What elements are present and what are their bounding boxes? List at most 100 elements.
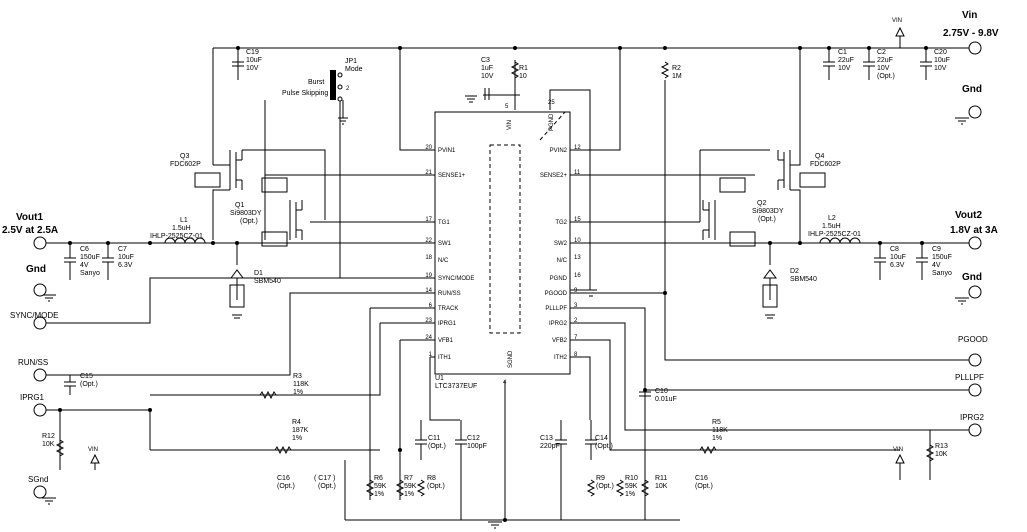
vin-label-right: VIN — [893, 447, 903, 453]
ic-pin-number: 2 — [574, 318, 578, 324]
label-c6-1: 150uF — [80, 254, 100, 261]
ic-pin-name: SW1 — [438, 241, 452, 247]
label-c15-1: (Opt.) — [80, 381, 98, 388]
label-iprg1: IPRG1 — [20, 393, 45, 402]
vin-label-top: VIN — [892, 18, 902, 24]
label-c2-2: 10V — [877, 65, 890, 72]
label-r10-0: R10 — [625, 475, 638, 482]
ic-pin-number: 24 — [425, 335, 432, 341]
ic-pin-name: TRACK — [438, 306, 458, 312]
mosfet-symbols — [194, 150, 826, 247]
label-r12-1: 10K — [42, 441, 55, 448]
ic-pin-name: TG1 — [438, 220, 450, 226]
res-r12-symbol — [55, 439, 65, 457]
label-c19-1: 10uF — [246, 57, 262, 64]
label-gnd-left: Gnd — [26, 264, 46, 275]
label-r1-0: R1 — [519, 65, 528, 72]
ic-pin-name: ITH2 — [554, 355, 568, 361]
label-c6-0: C6 — [80, 246, 89, 253]
ic-pin-name: VFB1 — [438, 338, 454, 344]
ic-pin-name: PLLLPF — [545, 306, 567, 312]
cap-c9-symbol — [916, 243, 928, 280]
terminal-plllpf — [968, 383, 982, 397]
port-labels: Vin 2.75V - 9.8V Gnd Vout1 2.5V at 2.5A … — [2, 10, 999, 484]
label-r12-0: R12 — [42, 433, 55, 440]
resistor-symbols — [55, 61, 935, 497]
label-r7-2: 1% — [404, 491, 414, 498]
label-gnd-right: Gnd — [962, 272, 982, 283]
ic-pin-number: 7 — [574, 335, 578, 341]
label-c8-2: 6.3V — [890, 262, 905, 269]
ic-pin-number: 9 — [574, 288, 578, 294]
ic-pin-number: 18 — [425, 255, 432, 261]
label-r13-1: 10K — [935, 451, 948, 458]
ground-icon — [955, 297, 969, 305]
cap-c15-symbol — [64, 375, 76, 395]
label-c2-1: 22uF — [877, 57, 893, 64]
res-r4-symbol — [274, 445, 292, 455]
ic-pin-number: 16 — [574, 273, 581, 279]
ic-pin-name: PGND — [550, 276, 568, 282]
ic-pin-name: IPRG1 — [438, 321, 457, 327]
res-r9-symbol — [586, 479, 596, 497]
terminal-sgnd — [33, 485, 47, 499]
ic-pin-name: SENSE2+ — [540, 173, 568, 179]
label-run-ss: RUN/SS — [18, 358, 48, 367]
res-r3-symbol — [259, 390, 277, 400]
terminal-iprg1 — [33, 403, 47, 417]
res-r2-symbol — [660, 61, 670, 79]
label-r4-2: 1% — [292, 435, 302, 442]
terminal-run-ss — [33, 368, 47, 382]
diode-d1-symbol — [229, 269, 245, 308]
label-vin-range: 2.75V - 9.8V — [943, 28, 999, 39]
label-c12-0: C12 — [467, 435, 480, 442]
vin-label-left: VIN — [88, 447, 98, 453]
ic-pin-name: SYNC/MODE — [438, 276, 474, 282]
label-c9-0: C9 — [932, 246, 941, 253]
cap-c6-symbol — [64, 243, 76, 280]
label-c10-0: C10 — [655, 388, 668, 395]
ic-pin-number: 3 — [574, 303, 578, 309]
label-c13-1: 220pF — [540, 443, 560, 450]
cap-c13-symbol — [555, 420, 567, 520]
wiring — [40, 47, 975, 521]
jumper-jp1[interactable]: JP1 Mode Burst Pulse Skipping 2 — [282, 58, 363, 102]
terminal-vout1 — [33, 236, 47, 250]
label-l1-0: L1 — [180, 217, 188, 224]
ic-pin-number: 17 — [425, 217, 432, 223]
label-c8-0: C8 — [890, 246, 899, 253]
capacitor-symbols — [64, 48, 932, 520]
label-r4-1: 187K — [292, 427, 309, 434]
ic-pin-number: 1 — [429, 352, 433, 358]
label-c13-0: C13 — [540, 435, 553, 442]
cap-c19-symbol — [232, 61, 244, 80]
cap-c11-symbol — [415, 420, 427, 460]
label-d1-0: D1 — [254, 270, 263, 277]
label-c1-1: 22uF — [838, 57, 854, 64]
vin-arrow-symbols: VIN VIN VIN — [88, 18, 905, 480]
label-l2-2: IHLP-2525CZ-01 — [808, 231, 861, 238]
cap-c20-symbol — [920, 48, 932, 80]
terminal-iprg2 — [968, 423, 982, 437]
label-vout2: Vout2 — [955, 210, 982, 221]
ground-icon — [465, 95, 477, 103]
label-c11-0: C11 — [428, 435, 440, 442]
ground-icon — [42, 497, 56, 505]
res-r10-symbol — [615, 479, 625, 497]
label-c6-2: 4V — [80, 262, 89, 269]
label-c3-0: C3 — [481, 57, 490, 64]
junction-dots — [58, 46, 928, 522]
jumper-jp1-pulse: Pulse Skipping — [282, 90, 328, 97]
ic-pgnd-pin-label: PGND — [549, 113, 555, 131]
label-l2-1: 1.5uH — [822, 223, 841, 230]
label-vin: Vin — [962, 10, 977, 21]
ic-sgnd-pin-num: 4 — [503, 380, 507, 386]
port-terminals[interactable] — [33, 41, 982, 499]
label-q1-0: Q1 — [235, 202, 244, 209]
inductor-l1-symbol — [164, 237, 206, 244]
res-r8-symbol — [416, 479, 426, 497]
ground-icon — [585, 289, 597, 297]
ic-vin-pin-label: VIN — [507, 120, 513, 130]
ic-pgnd-pin-num: 25 — [548, 100, 555, 106]
ic-pin-number: 10 — [574, 238, 581, 244]
